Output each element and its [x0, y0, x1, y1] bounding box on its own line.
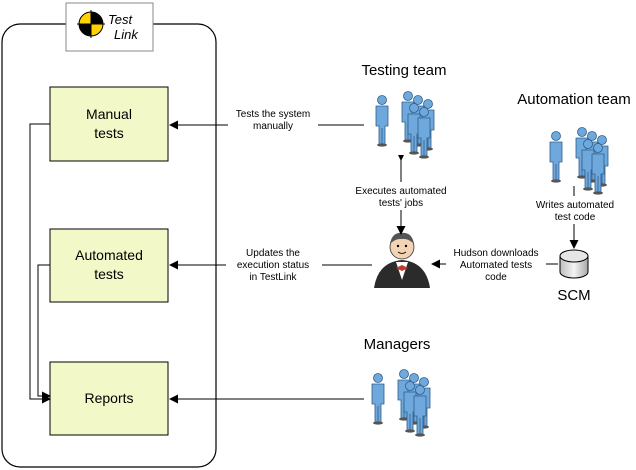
hudson-downloads-label-line1: Hudson downloads	[453, 248, 538, 259]
writes-code-label-line1: Writes automated	[536, 200, 614, 211]
hudson-downloads-label-line3: code	[485, 272, 507, 283]
hudson-downloads-label-bg	[446, 244, 546, 284]
tests-manually-label-line1: Tests the system	[236, 109, 310, 120]
testing-team-people-icon	[376, 92, 434, 159]
updates-status-label-bg	[226, 244, 322, 284]
managers-people-icon	[372, 370, 430, 437]
automation-team-people-icon	[550, 128, 608, 195]
reports-box: Reports	[49, 361, 169, 436]
testing-arrow-tail	[398, 155, 404, 161]
updates-status-label-line3: in TestLink	[249, 272, 297, 283]
updates-status-label-line1: Updates the	[246, 248, 300, 259]
executes-jobs-label-bg	[348, 182, 454, 210]
manual-tests-label-line1: Manual	[86, 106, 132, 122]
tests-manually-label-line2: manually	[253, 121, 293, 132]
writes-code-label-line2: test code	[555, 212, 596, 223]
testlink-logo-icon: Test Link	[65, 2, 154, 52]
logo-text-line2: Link	[114, 27, 139, 42]
manual-tests-label-line2: tests	[94, 125, 124, 141]
testing-team-label: Testing team	[361, 62, 446, 79]
reports-label: Reports	[84, 390, 133, 406]
writes-code-label-bg	[528, 196, 622, 224]
logo-text-line1: Test	[108, 12, 133, 27]
executes-jobs-label-line2: tests' jobs	[379, 198, 423, 209]
managers-label: Managers	[364, 336, 431, 353]
tests-manually-label-bg	[228, 104, 318, 134]
hudson-butler-icon	[374, 232, 430, 288]
automated-to-reports-arrow	[37, 264, 51, 401]
scm-label: SCM	[557, 287, 590, 304]
automated-tests-box: Automated tests	[49, 228, 169, 303]
automation-team-label: Automation team	[517, 91, 630, 108]
hudson-downloads-label-line2: Automated tests	[460, 260, 532, 271]
automated-tests-label-line1: Automated	[75, 247, 143, 263]
scm-database-icon	[559, 249, 589, 279]
manual-to-reports-arrow	[29, 123, 51, 404]
updates-status-label-line2: execution status	[237, 260, 309, 271]
manual-tests-box: Manual tests	[49, 86, 169, 162]
executes-jobs-label-line1: Executes automated	[355, 186, 446, 197]
automated-tests-label-line2: tests	[94, 266, 124, 282]
